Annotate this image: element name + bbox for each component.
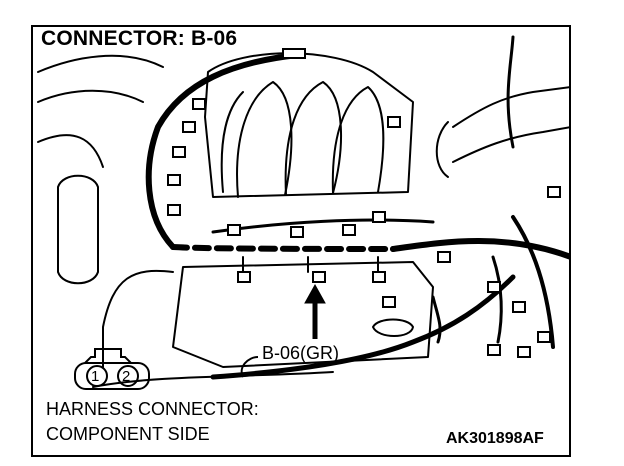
harness-connector: [192, 98, 206, 110]
harness-branch: [431, 295, 442, 344]
pin-1-label: 1: [91, 368, 100, 385]
left-curve: [37, 134, 104, 168]
left-hose: [37, 54, 164, 73]
b06-pointer-arrow: [304, 283, 326, 339]
harness-connector: [517, 346, 531, 358]
right-pipe: [452, 86, 569, 128]
left-hose: [37, 89, 144, 103]
harness-connector: [487, 344, 501, 356]
connector-title: CONNECTOR: B-06: [41, 27, 238, 50]
harness-connector: [437, 251, 451, 263]
harness-connector: [290, 226, 304, 238]
diagram-frame: CONNECTOR: B-06 B-06(GR) 1 2 HARNESS CON…: [31, 25, 571, 457]
harness-connector-face: [74, 348, 150, 390]
intake-runner: [236, 81, 293, 198]
harness-connector: [372, 271, 386, 283]
harness-connector: [227, 224, 241, 236]
engine-block-outline: [172, 261, 434, 368]
engine-bay-illustration: [37, 35, 569, 390]
callout-leader: [240, 356, 259, 378]
vertical-cable: [506, 35, 515, 149]
harness-lower: [210, 274, 516, 380]
harness-connector: [382, 296, 396, 308]
harness-connector: [372, 211, 386, 223]
harness-main: [390, 238, 569, 260]
harness-connector: [387, 116, 401, 128]
bolt-ring: [372, 318, 414, 337]
harness-connector: [487, 281, 501, 293]
caption-line-1: HARNESS CONNECTOR:: [46, 399, 259, 419]
harness-main: [170, 244, 396, 252]
intake-runner: [284, 81, 343, 196]
harness-connector: [237, 271, 251, 283]
harness-connector: [547, 186, 561, 198]
intake-runner: [220, 91, 244, 193]
harness-connector: [172, 146, 186, 158]
pin-1-circle: [86, 365, 108, 387]
pin-2-label: 2: [122, 368, 131, 385]
bottom-edge: [92, 371, 334, 388]
harness-right: [511, 215, 555, 349]
harness-connector: [282, 48, 306, 59]
harness-branch: [491, 255, 503, 344]
pin-2-circle: [117, 365, 139, 387]
harness-connector: [182, 121, 196, 133]
harness-connector: [167, 174, 181, 186]
right-hose: [435, 121, 449, 178]
harness-branch: [211, 218, 435, 234]
harness-connector: [342, 224, 356, 236]
left-component: [57, 174, 99, 285]
caption-line-2: COMPONENT SIDE: [46, 424, 210, 444]
right-pipe: [452, 126, 569, 163]
manifold-outline: [204, 52, 414, 198]
harness-connector: [167, 204, 181, 216]
harness-connector: [312, 271, 326, 283]
harness-connector: [537, 331, 551, 343]
cylinder-cover: [102, 269, 174, 368]
harness-connector: [512, 301, 526, 313]
harness-main: [145, 52, 301, 250]
connector-callout-label: B-06(GR): [262, 343, 340, 363]
intake-runner: [331, 86, 385, 194]
figure-code: AK301898AF: [446, 430, 544, 447]
